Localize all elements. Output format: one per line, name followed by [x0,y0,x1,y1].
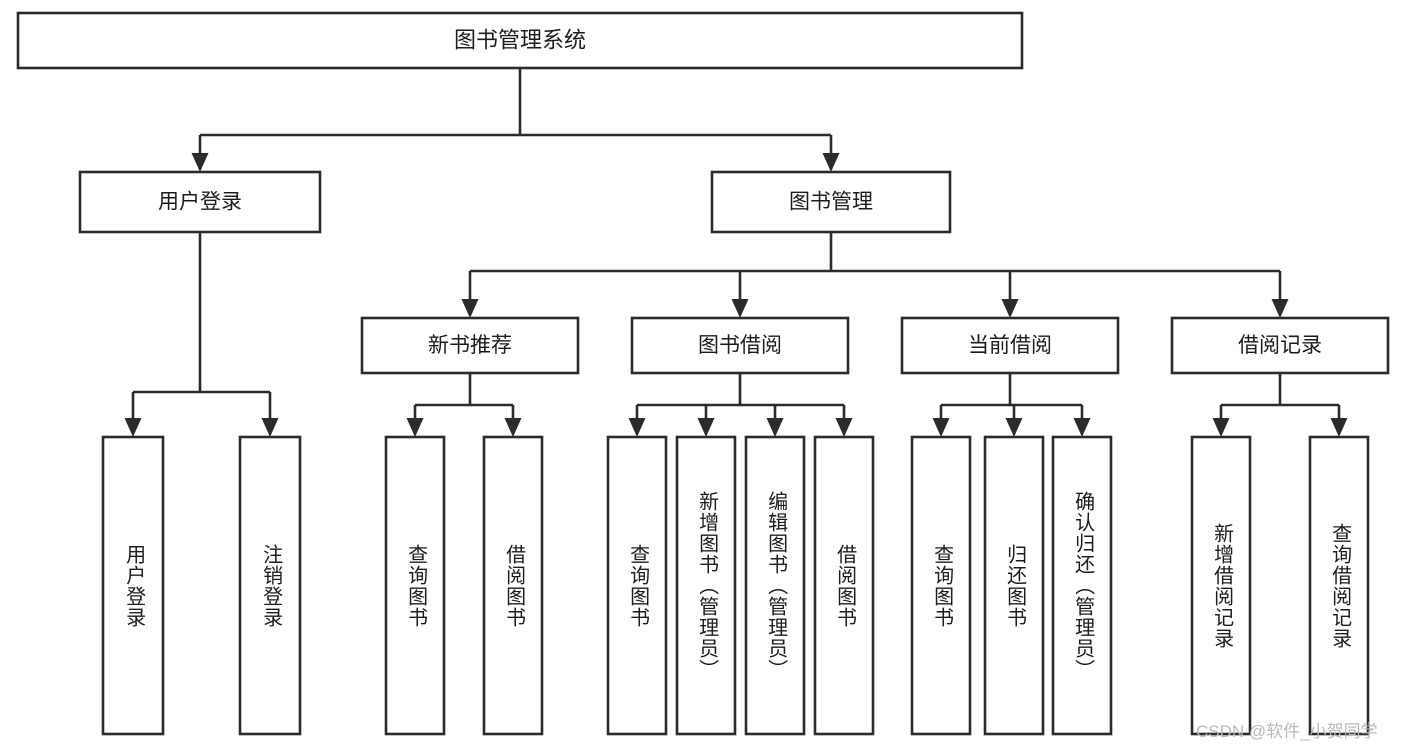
node-user-login-box[interactable] [78,170,322,234]
arrow-head-bus-book-borrow-2 [766,418,784,437]
node-leaf-borrow-book-2-box[interactable] [813,435,875,736]
node-leaf-edit-book-box[interactable] [744,435,806,736]
arrow-head-bus-new-book-1 [504,418,522,437]
arrow-head-bus-book-borrow-1 [697,418,715,437]
node-current-borrow-box[interactable] [900,316,1120,375]
arrow-head-bus-root-1 [822,153,840,172]
connector-layer [124,68,1348,437]
node-user-login-label: 用户登录 [158,191,242,214]
node-leaf-add-record-box[interactable] [1190,435,1252,736]
arrow-head-bus-book-borrow-3 [835,418,853,437]
node-borrow-record-label: 借阅记录 [1238,334,1322,357]
node-leaf-return-book-box[interactable] [983,435,1045,736]
node-borrow-record-box[interactable] [1170,316,1390,375]
node-root-system-box[interactable] [16,11,1024,70]
arrow-head-bus-current-borrow-1 [1005,418,1023,437]
node-book-borrow-box[interactable] [630,316,850,375]
node-book-manage-label: 图书管理 [789,191,873,214]
node-leaf-query-record-box[interactable] [1308,435,1370,736]
node-leaf-logout-login-box[interactable] [238,435,302,736]
node-root-system-label: 图书管理系统 [454,27,586,52]
node-book-borrow-label: 图书借阅 [698,334,782,357]
node-leaf-confirm-return-box[interactable] [1051,435,1113,736]
arrow-head-bus-book-manage-0 [461,299,479,318]
arrow-head-bus-root-0 [191,153,209,172]
node-new-book-recommend-box[interactable] [360,316,580,375]
node-new-book-recommend-label: 新书推荐 [428,334,512,357]
node-leaf-query-book-3-box[interactable] [910,435,972,736]
arrow-head-bus-book-manage-2 [1001,299,1019,318]
node-current-borrow-label: 当前借阅 [968,334,1052,357]
arrow-head-bus-new-book-0 [406,418,424,437]
node-leaf-borrow-book-1-box[interactable] [482,435,544,736]
node-leaf-query-book-2-box[interactable] [606,435,668,736]
node-leaf-query-book-1-box[interactable] [384,435,446,736]
arrow-head-bus-borrow-record-0 [1212,418,1230,437]
arrow-head-bus-book-manage-3 [1271,299,1289,318]
node-leaf-add-book-box[interactable] [675,435,737,736]
arrow-head-bus-book-borrow-0 [628,418,646,437]
arrow-head-bus-book-manage-1 [731,299,749,318]
arrow-head-bus-current-borrow-2 [1073,418,1091,437]
node-book-manage-box[interactable] [710,170,952,234]
arrow-head-bus-user-login-1 [261,418,279,437]
arrow-head-bus-current-borrow-0 [932,418,950,437]
node-leaf-user-login-box[interactable] [101,435,165,736]
arrow-head-bus-user-login-0 [124,418,142,437]
arrow-head-bus-borrow-record-1 [1330,418,1348,437]
